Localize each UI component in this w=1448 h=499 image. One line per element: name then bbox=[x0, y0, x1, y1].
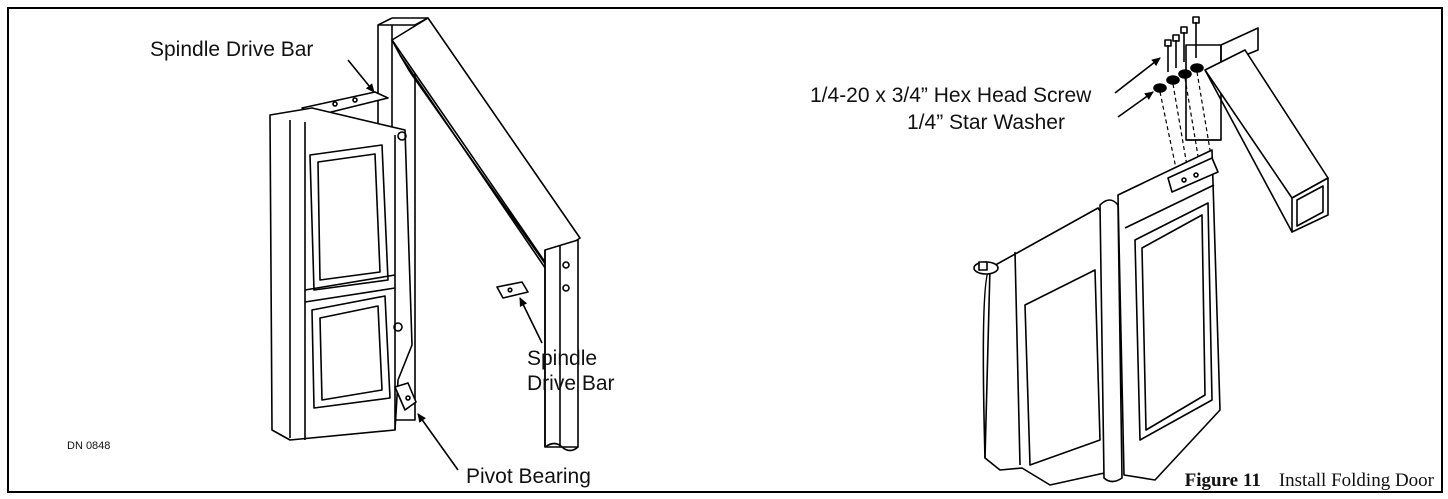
label-spindle-drive-bar-lower-1: Spindle bbox=[527, 347, 598, 370]
spindle-drive-bar-lower bbox=[496, 281, 529, 299]
folding-door-right bbox=[973, 149, 1221, 486]
overhead-track bbox=[391, 17, 581, 283]
figure-frame bbox=[7, 7, 1443, 493]
drawing-number: DN 0848 bbox=[67, 440, 111, 452]
right-post bbox=[544, 239, 579, 452]
figure-title: Install Folding Door bbox=[1278, 470, 1434, 491]
label-spindle-drive-bar-top: Spindle Drive Bar bbox=[150, 38, 314, 61]
hex-head-screws bbox=[1164, 16, 1200, 72]
label-hex-head-screw: 1/4-20 x 3/4” Hex Head Screw bbox=[810, 84, 1092, 107]
label-star-washer: 1/4” Star Washer bbox=[907, 111, 1065, 134]
pivot-bearing bbox=[394, 382, 417, 411]
label-pivot-bearing: Pivot Bearing bbox=[466, 465, 591, 488]
figure-number: Figure 11 bbox=[1184, 470, 1261, 491]
alignment-lines bbox=[1159, 71, 1213, 179]
door-panel bbox=[269, 107, 413, 441]
label-spindle-drive-bar-lower-2: Drive Bar bbox=[527, 372, 615, 395]
figure-caption: Figure 11 Install Folding Door bbox=[1185, 470, 1434, 492]
